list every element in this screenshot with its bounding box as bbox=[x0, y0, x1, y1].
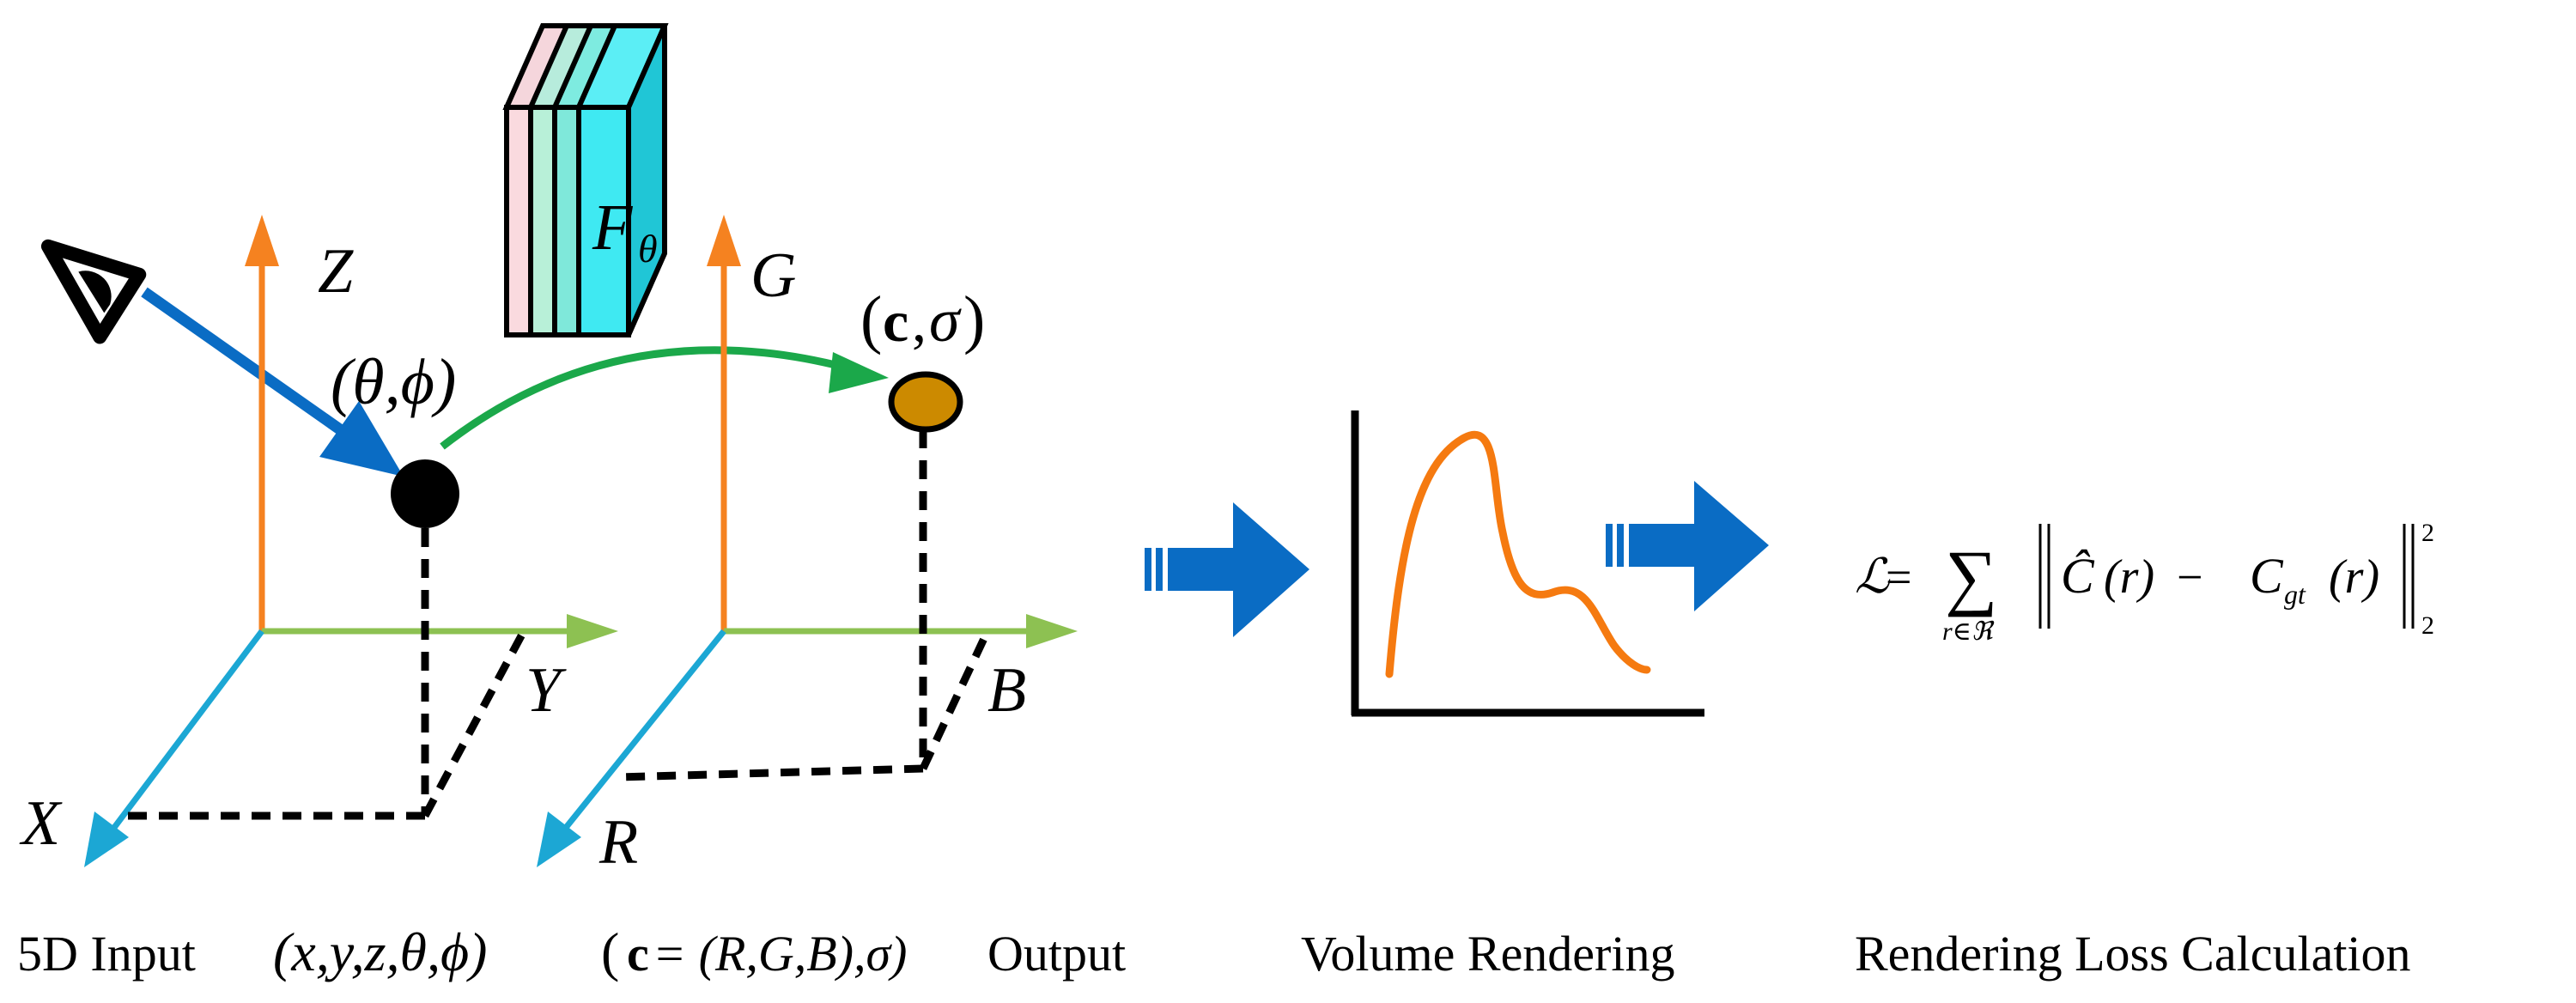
network-label-subscript: θ bbox=[638, 227, 658, 271]
svg-text:(: ( bbox=[860, 283, 882, 356]
svg-text:c: c bbox=[883, 289, 908, 354]
caption-volume-rendering: Volume Rendering bbox=[1301, 926, 1674, 982]
b-axis-arrowhead bbox=[1026, 614, 1078, 648]
svg-text:,: , bbox=[912, 289, 927, 354]
output-point-projection bbox=[617, 429, 992, 781]
svg-text:(r): (r) bbox=[2104, 550, 2154, 604]
input-point-label: (θ,ϕ) bbox=[331, 346, 456, 418]
eye-icon bbox=[40, 239, 147, 344]
svg-text:= (R,G,B),σ): = (R,G,B),σ) bbox=[653, 926, 907, 982]
b-axis-label: B bbox=[987, 655, 1026, 726]
svg-text:(x,y,z,θ,ϕ): (x,y,z,θ,ϕ) bbox=[273, 921, 487, 982]
z-axis-label: Z bbox=[318, 236, 354, 307]
svg-text:r∈ℜ: r∈ℜ bbox=[1942, 617, 1995, 646]
output-sample-point bbox=[888, 371, 963, 433]
z-axis-arrowhead bbox=[245, 215, 279, 266]
caption-loss-calculation: Rendering Loss Calculation bbox=[1855, 926, 2411, 982]
g-axis-arrowhead bbox=[707, 215, 741, 266]
svg-text:Ĉ: Ĉ bbox=[2061, 548, 2095, 604]
flow-arrow-1 bbox=[1145, 502, 1309, 637]
g-axis-label: G bbox=[750, 240, 796, 311]
mapping-arrow bbox=[440, 346, 889, 450]
y-axis-label: Y bbox=[526, 655, 567, 726]
svg-text:2: 2 bbox=[2421, 611, 2434, 640]
x-axis-label: X bbox=[19, 788, 63, 859]
network-label: F bbox=[592, 191, 634, 264]
input-point-projection bbox=[120, 528, 527, 820]
x-axis-arrowhead bbox=[84, 812, 129, 867]
output-point-label: ( c , σ ) bbox=[860, 283, 985, 356]
volume-rendering-plot-icon bbox=[1351, 410, 1704, 717]
svg-text:∑: ∑ bbox=[1945, 535, 1997, 617]
svg-text:Output: Output bbox=[987, 926, 1126, 982]
r-axis-label: R bbox=[598, 807, 638, 878]
caption-output: ( c = (R,G,B),σ) Output bbox=[601, 921, 1126, 982]
y-axis-arrowhead bbox=[567, 614, 618, 648]
network-block-icon bbox=[502, 23, 669, 337]
svg-text:gt: gt bbox=[2284, 579, 2306, 610]
output-axes bbox=[537, 215, 1078, 867]
svg-text:(r): (r) bbox=[2329, 550, 2379, 604]
view-direction-arrow bbox=[141, 287, 404, 477]
svg-text:−: − bbox=[2177, 551, 2202, 603]
svg-text:(: ( bbox=[601, 921, 619, 982]
input-sample-point bbox=[391, 459, 459, 528]
svg-text:C: C bbox=[2250, 548, 2284, 604]
svg-text:ℒ: ℒ bbox=[1855, 550, 1891, 604]
flow-arrow-2 bbox=[1606, 481, 1769, 611]
svg-text:): ) bbox=[963, 283, 985, 356]
svg-text:=: = bbox=[1886, 551, 1911, 603]
input-axes bbox=[84, 215, 618, 867]
svg-text:2: 2 bbox=[2421, 519, 2434, 547]
svg-text:c: c bbox=[627, 926, 649, 982]
svg-text:5D Input: 5D Input bbox=[17, 926, 196, 982]
svg-text:σ: σ bbox=[929, 286, 962, 355]
density-curve bbox=[1385, 430, 1651, 678]
loss-formula: ℒ = ∑ r∈ℜ Ĉ (r) − C gt (r) 2 2 bbox=[1855, 519, 2434, 646]
r-axis-arrowhead bbox=[537, 812, 581, 867]
caption-input: 5D Input (x,y,z,θ,ϕ) bbox=[17, 921, 487, 982]
